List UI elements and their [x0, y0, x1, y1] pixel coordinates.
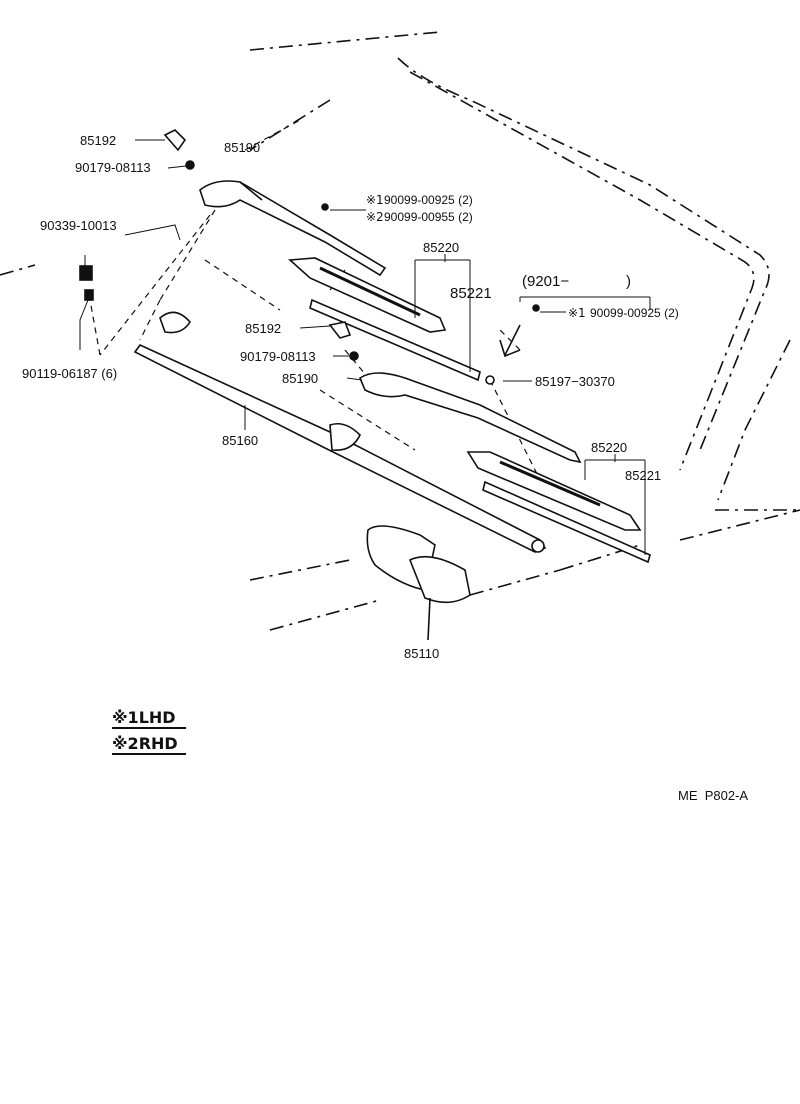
- windshield-outline: [0, 31, 800, 631]
- wiper-arm-upper: [199, 180, 387, 277]
- legend-rhd: ※2RHD: [112, 734, 178, 753]
- label-90179-top: 90179-08113: [75, 160, 151, 175]
- marker-lhd-1: ※1: [366, 193, 384, 207]
- fasteners: [79, 129, 540, 385]
- label-85160: 85160: [222, 433, 258, 448]
- wiper-blade-lower: [466, 451, 651, 564]
- label-85221-top: 85221: [450, 285, 492, 302]
- wiper-motor: [366, 525, 471, 641]
- label-90339: 90339-10013: [40, 218, 117, 233]
- label-85190-top: 85190: [224, 140, 260, 155]
- marker-rhd-2: ※2: [366, 210, 384, 224]
- label-90179-mid: 90179-08113: [240, 349, 316, 364]
- label-85220-bottom: 85220: [591, 440, 627, 455]
- label-90099-right: 90099-00925 (2): [590, 306, 679, 320]
- label-90099-lhd: 90099-00925 (2): [384, 193, 473, 207]
- label-9201-open: (9201−: [522, 273, 569, 290]
- label-90099-rhd: 90099-00955 (2): [384, 210, 473, 224]
- figure-code: ME P802-A: [678, 788, 748, 803]
- wiper-linkage: [133, 311, 547, 553]
- wiper-blade-upper: [288, 257, 481, 382]
- label-85190-mid: 85190: [282, 371, 318, 386]
- marker-lhd-1b: ※1: [568, 306, 586, 320]
- arrow-indicator: [499, 324, 521, 358]
- legend-lhd: ※1LHD: [112, 708, 176, 727]
- label-85192-mid: 85192: [245, 321, 281, 336]
- wiper-arm-lower: [359, 372, 582, 464]
- label-85221-bottom: 85221: [625, 468, 661, 483]
- leader-lines: [79, 139, 651, 555]
- label-85110: 85110: [404, 646, 439, 661]
- label-9201-close: ): [626, 273, 631, 290]
- label-90119: 90119-06187 (6): [22, 366, 117, 381]
- label-85197: 85197−30370: [535, 374, 615, 389]
- label-85220-top: 85220: [423, 240, 459, 255]
- label-85192-top: 85192: [80, 133, 116, 148]
